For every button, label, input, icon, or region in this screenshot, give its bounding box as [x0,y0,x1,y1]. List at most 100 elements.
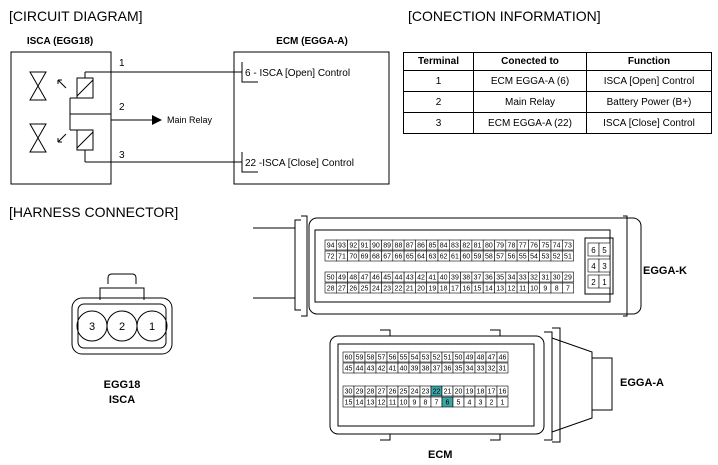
egga-a-pin-label: 47 [488,355,496,362]
egga-k-pin-label: 76 [530,243,538,250]
egga-a-pin-label: 56 [389,355,397,362]
egg18-pin-3: 3 [89,321,95,333]
egga-k-pin-label: 16 [462,286,470,293]
egga-k-pin-label: 68 [372,254,380,261]
harness-connector-header: [HARNESS CONNECTOR] [9,204,179,220]
egga-a-pin-label: 33 [477,366,485,373]
egga-k-pin-label: 64 [417,254,425,261]
egga-k-side-pin-label: 2 [591,278,596,287]
egga-a-pin-label: 58 [367,355,375,362]
egga-a-pin-label: 2 [490,400,494,407]
egga-k-pin-label: 63 [428,254,436,261]
egga-k-pin-label: 72 [327,254,335,261]
egga-k-pin-label: 79 [496,243,504,250]
egga-a-pin-label: 1 [501,400,505,407]
egga-k-pin-label: 83 [451,243,459,250]
egga-k-pin-label: 71 [338,254,346,261]
egga-a-pin-label: 6 [446,400,450,407]
egga-k-pin-label: 67 [383,254,391,261]
table-header-cell: Terminal [403,52,474,71]
egga-k-pin-label: 42 [417,275,425,282]
table-cell: ISCA [Close] Control [586,112,712,134]
egga-k-pin-label: 40 [440,275,448,282]
egga-a-label: EGGA-A [620,377,664,389]
egga-k-pin-label: 55 [519,254,527,261]
egga-k-pin-label: 94 [327,243,335,250]
egga-k-pin-label: 75 [541,243,549,250]
ecm-connector-label: ECM [428,449,452,461]
egga-k-pin-label: 47 [361,275,369,282]
egga-k-pin-label: 41 [428,275,436,282]
egga-a-pin-label: 32 [488,366,496,373]
egga-k-pin-label: 91 [361,243,369,250]
isca-valve-symbol [29,71,111,163]
egga-k-pin-label: 87 [406,243,414,250]
egga-k-pin-label: 18 [440,286,448,293]
egga-k-pin-label: 12 [508,286,516,293]
egga-a-pin-label: 14 [356,400,364,407]
egga-a-pin-label: 46 [499,355,507,362]
egga-k-pin-label: 69 [361,254,369,261]
egga-a-pin-label: 7 [435,400,439,407]
egga-a-pin-label: 11 [389,400,396,407]
egga-k-pin-label: 62 [440,254,448,261]
egga-k-pin-cell [561,250,574,262]
egg18-pin-1: 1 [149,321,155,333]
ecm-open-control: 6 - ISCA [Open] Control [245,68,350,79]
egga-a-pin-cell [496,351,509,363]
egga-k-pin-label: 77 [519,243,527,250]
egga-k-pin-label: 70 [349,254,357,261]
egga-k-pin-label: 45 [383,275,391,282]
egg18-connector: 3 2 1 EGG18 ISCA [71,273,173,406]
egga-k-pin-label: 59 [474,254,482,261]
isca-label: ISCA (EGG18) [27,36,93,47]
egga-k-pin-label: 46 [372,275,380,282]
egga-k-pin-label: 19 [428,286,436,293]
egga-k-pin-label: 92 [349,243,357,250]
egga-k-pin-label: 25 [361,286,369,293]
egga-a-pin-label: 20 [455,389,463,396]
pin3-label: 3 [119,150,125,161]
egga-a-pin-label: 59 [356,355,364,362]
egga-k-side-pin-cell [598,258,611,273]
egga-k-side-pin-label: 5 [602,246,607,255]
egga-k-pin-label: 31 [541,275,549,282]
egga-k-pin-cell [561,271,574,283]
egga-a-pin-label: 10 [400,400,408,407]
table-cell: 2 [403,91,474,113]
isca-box [10,51,112,185]
egga-k-pin-label: 13 [496,286,504,293]
main-relay-arrow-icon [152,115,162,125]
egga-k-side-pin-label: 6 [591,246,596,255]
egga-a-pin-label: 24 [411,389,419,396]
egga-a-pin-label: 35 [455,366,463,373]
egga-k-pin-label: 74 [553,243,561,250]
egga-a-pin-label: 39 [411,366,419,373]
egga-k-pin-label: 58 [485,254,493,261]
egga-k-pin-label: 30 [553,275,561,282]
egga-a-pin-label: 15 [345,400,353,407]
egga-a-pin-cell [496,362,509,374]
egga-a-pin-label: 5 [457,400,461,407]
egga-a-pin-label: 44 [356,366,364,373]
table-cell: ISCA [Open] Control [586,70,712,92]
egga-a-pin-label: 22 [433,389,441,396]
egga-a-pin-label: 36 [444,366,452,373]
egga-k-pin-label: 35 [496,275,504,282]
egga-a-pin-label: 53 [422,355,430,362]
egga-k-pin-label: 65 [406,254,414,261]
egga-k-pin-label: 86 [417,243,425,250]
egga-k-pin-label: 57 [496,254,504,261]
egga-k-side-pin-cell [598,242,611,257]
egga-a-pin-label: 54 [411,355,419,362]
egga-a-pin-label: 3 [479,400,483,407]
egga-k-pin-label: 38 [462,275,470,282]
egga-k-pin-label: 44 [395,275,403,282]
egga-k-pin-label: 8 [555,286,559,293]
pin1-label: 1 [119,58,125,69]
egga-k-label: EGGA-K [643,265,687,277]
egga-k-side-pin-cell [598,274,611,289]
egg18-label: EGG18 [104,379,141,391]
